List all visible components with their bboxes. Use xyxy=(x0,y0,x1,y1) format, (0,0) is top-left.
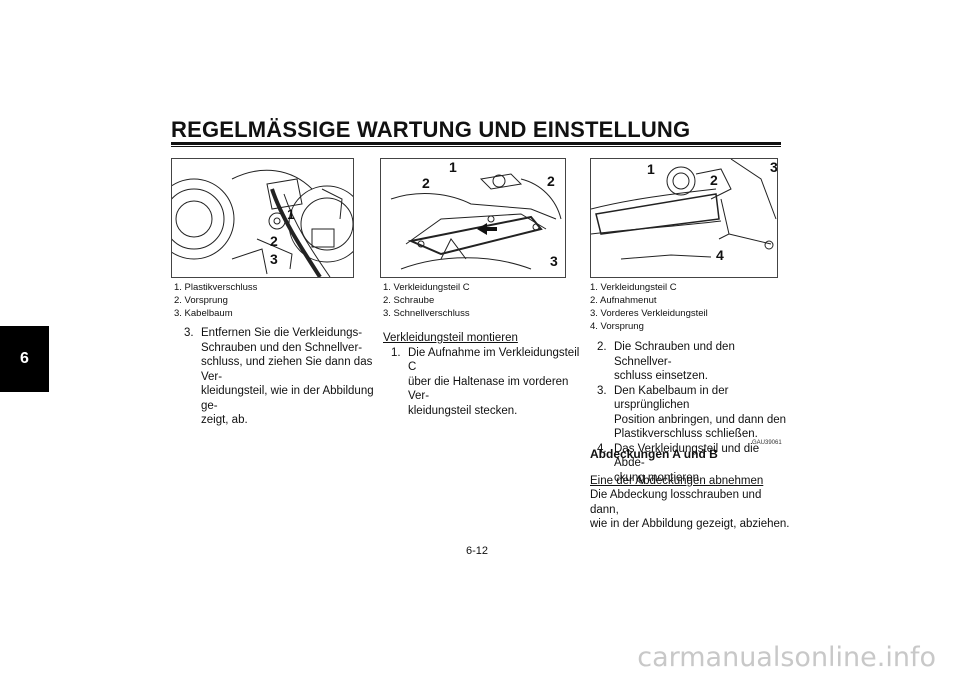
callout-3: 3 xyxy=(270,251,278,267)
legend-item: 1. Plastikverschluss xyxy=(174,282,258,293)
page-title: REGELMÄSSIGE WARTUNG UND EINSTELLUNG xyxy=(171,117,691,142)
column-2-body: Verkleidungsteil montieren 1. Die Aufnah… xyxy=(383,331,583,418)
step-item: 2. Die Schrauben und den Schnellver- sch… xyxy=(597,340,787,384)
step-text: Das Verkleidungsteil und die Abde- ckung… xyxy=(614,442,760,484)
legend-item: 1. Verkleidungsteil C xyxy=(590,282,677,293)
callout-2: 2 xyxy=(270,233,278,249)
legend-item: 3. Kabelbaum xyxy=(174,308,233,319)
figure-3-legend: 1. Verkleidungsteil C 2. Aufnahmenut 3. … xyxy=(590,281,708,333)
figure-2-legend: 1. Verkleidungsteil C 2. Schraube 3. Sch… xyxy=(383,281,470,320)
step-item: 3. Entfernen Sie die Verkleidungs- Schra… xyxy=(184,326,374,428)
callout-2: 2 xyxy=(710,172,718,188)
column-1-body: 3. Entfernen Sie die Verkleidungs- Schra… xyxy=(184,326,374,428)
step-number: 3. xyxy=(597,384,607,397)
step-number: 2. xyxy=(597,341,607,353)
callout-1: 1 xyxy=(449,159,457,175)
callout-2-left: 2 xyxy=(422,175,430,191)
section-code: GAU39061 xyxy=(752,440,782,446)
step-number: 4. xyxy=(597,442,607,455)
legend-item: 3. Vorderes Verkleidungsteil xyxy=(590,308,708,319)
column-3-body: 2. Die Schrauben und den Schnellver- sch… xyxy=(597,340,787,485)
header-rule xyxy=(171,142,781,145)
callout-3: 3 xyxy=(770,159,778,175)
legend-item: 2. Vorsprung xyxy=(174,295,228,306)
step-text: Den Kabelbaum in der ursprünglichen Posi… xyxy=(614,384,787,441)
step-number: 1. xyxy=(391,346,401,359)
step-text: Die Schrauben und den Schnellver- schlus… xyxy=(614,341,735,382)
header-rule-thin xyxy=(171,146,781,147)
legend-item: 4. Vorsprung xyxy=(590,321,644,332)
section-title: Abdeckungen A und B xyxy=(590,447,718,461)
callout-2-right: 2 xyxy=(547,173,555,189)
subheading: Verkleidungsteil montieren xyxy=(383,332,518,344)
callout-1: 1 xyxy=(647,161,655,177)
callout-1: 1 xyxy=(287,206,295,222)
figure-2-illustration: 1 2 2 3 xyxy=(380,158,566,278)
legend-item: 2. Schraube xyxy=(383,295,435,306)
page-number: 6-12 xyxy=(466,545,489,557)
step-text: Entfernen Sie die Verkleidungs- Schraube… xyxy=(201,327,374,426)
step-item: 3. Den Kabelbaum in der ursprünglichen P… xyxy=(597,384,787,442)
watermark: carmanualsonline.info xyxy=(637,642,936,673)
step-text: Die Aufnahme im Verkleidungsteil C über … xyxy=(408,346,580,417)
callout-3: 3 xyxy=(550,253,558,269)
legend-item: 2. Aufnahmenut xyxy=(590,295,657,306)
subheading: Eine der Abdeckungen abnehmen xyxy=(590,475,764,487)
step-item: 1. Die Aufnahme im Verkleidungsteil C üb… xyxy=(391,346,583,419)
figure-3-illustration: 1 2 3 4 xyxy=(590,158,778,278)
legend-item: 3. Schnellverschluss xyxy=(383,308,470,319)
legend-item: 1. Verkleidungsteil C xyxy=(383,282,470,293)
figure-1-legend: 1. Plastikverschluss 2. Vorsprung 3. Kab… xyxy=(174,281,257,320)
chapter-tab: 6 xyxy=(0,326,49,392)
step-number: 3. xyxy=(184,327,194,339)
paragraph: Die Abdeckung losschrauben und dann, wie… xyxy=(590,489,790,530)
step-item: 4. Das Verkleidungsteil und die Abde- ck… xyxy=(597,442,787,486)
callout-4: 4 xyxy=(716,247,724,263)
figure-1-illustration: 1 2 3 xyxy=(171,158,354,278)
